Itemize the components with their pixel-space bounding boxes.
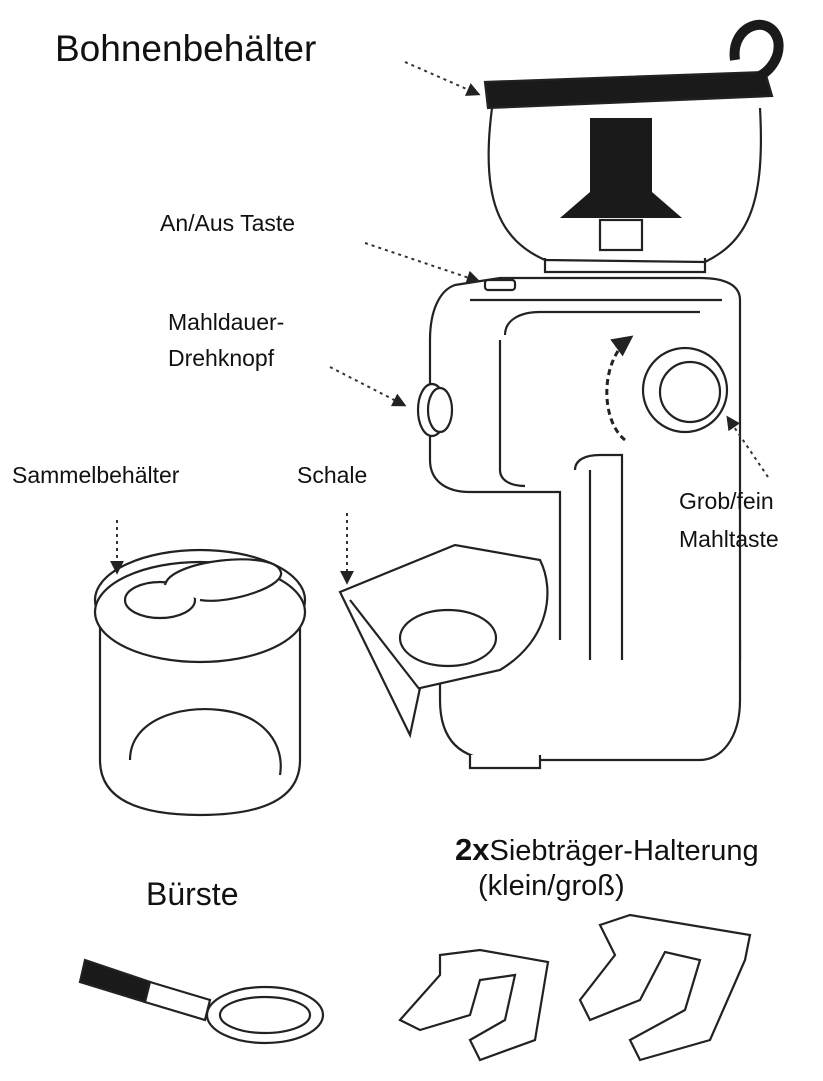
- collection-container-label: Sammelbehälter: [12, 462, 180, 488]
- duration-knob-label: Mahldauer- Drehknopf: [168, 304, 284, 376]
- coarse-fine-label: Grob/fein Mahltaste: [679, 482, 779, 558]
- collection-container: [93, 548, 307, 817]
- holder-count: 2x: [455, 832, 490, 867]
- pointer-arrows: [110, 61, 769, 585]
- coarse-fine-label-line2: Mahltaste: [679, 526, 779, 552]
- holder-name: Siebträger-Halterung: [489, 835, 759, 867]
- holder-label: 2xSiebträger-Halterung: [455, 832, 759, 868]
- coarse-fine-label-line1: Grob/fein: [679, 488, 774, 514]
- bean-hopper: [483, 19, 784, 274]
- grinder-body: [416, 276, 742, 770]
- tray-label: Schale: [297, 462, 368, 488]
- bean-container-label: Bohnenbehälter: [55, 28, 317, 69]
- brush: [78, 958, 325, 1045]
- duration-knob-label-line2: Drehknopf: [168, 345, 275, 371]
- power-button-label: An/Aus Taste: [160, 210, 296, 236]
- brush-label: Bürste: [146, 876, 239, 912]
- duration-knob-label-line1: Mahldauer-: [168, 309, 285, 335]
- tray: [338, 543, 549, 739]
- portafilter-holders: [398, 913, 752, 1062]
- holder-sizes-label: (klein/groß): [478, 870, 625, 902]
